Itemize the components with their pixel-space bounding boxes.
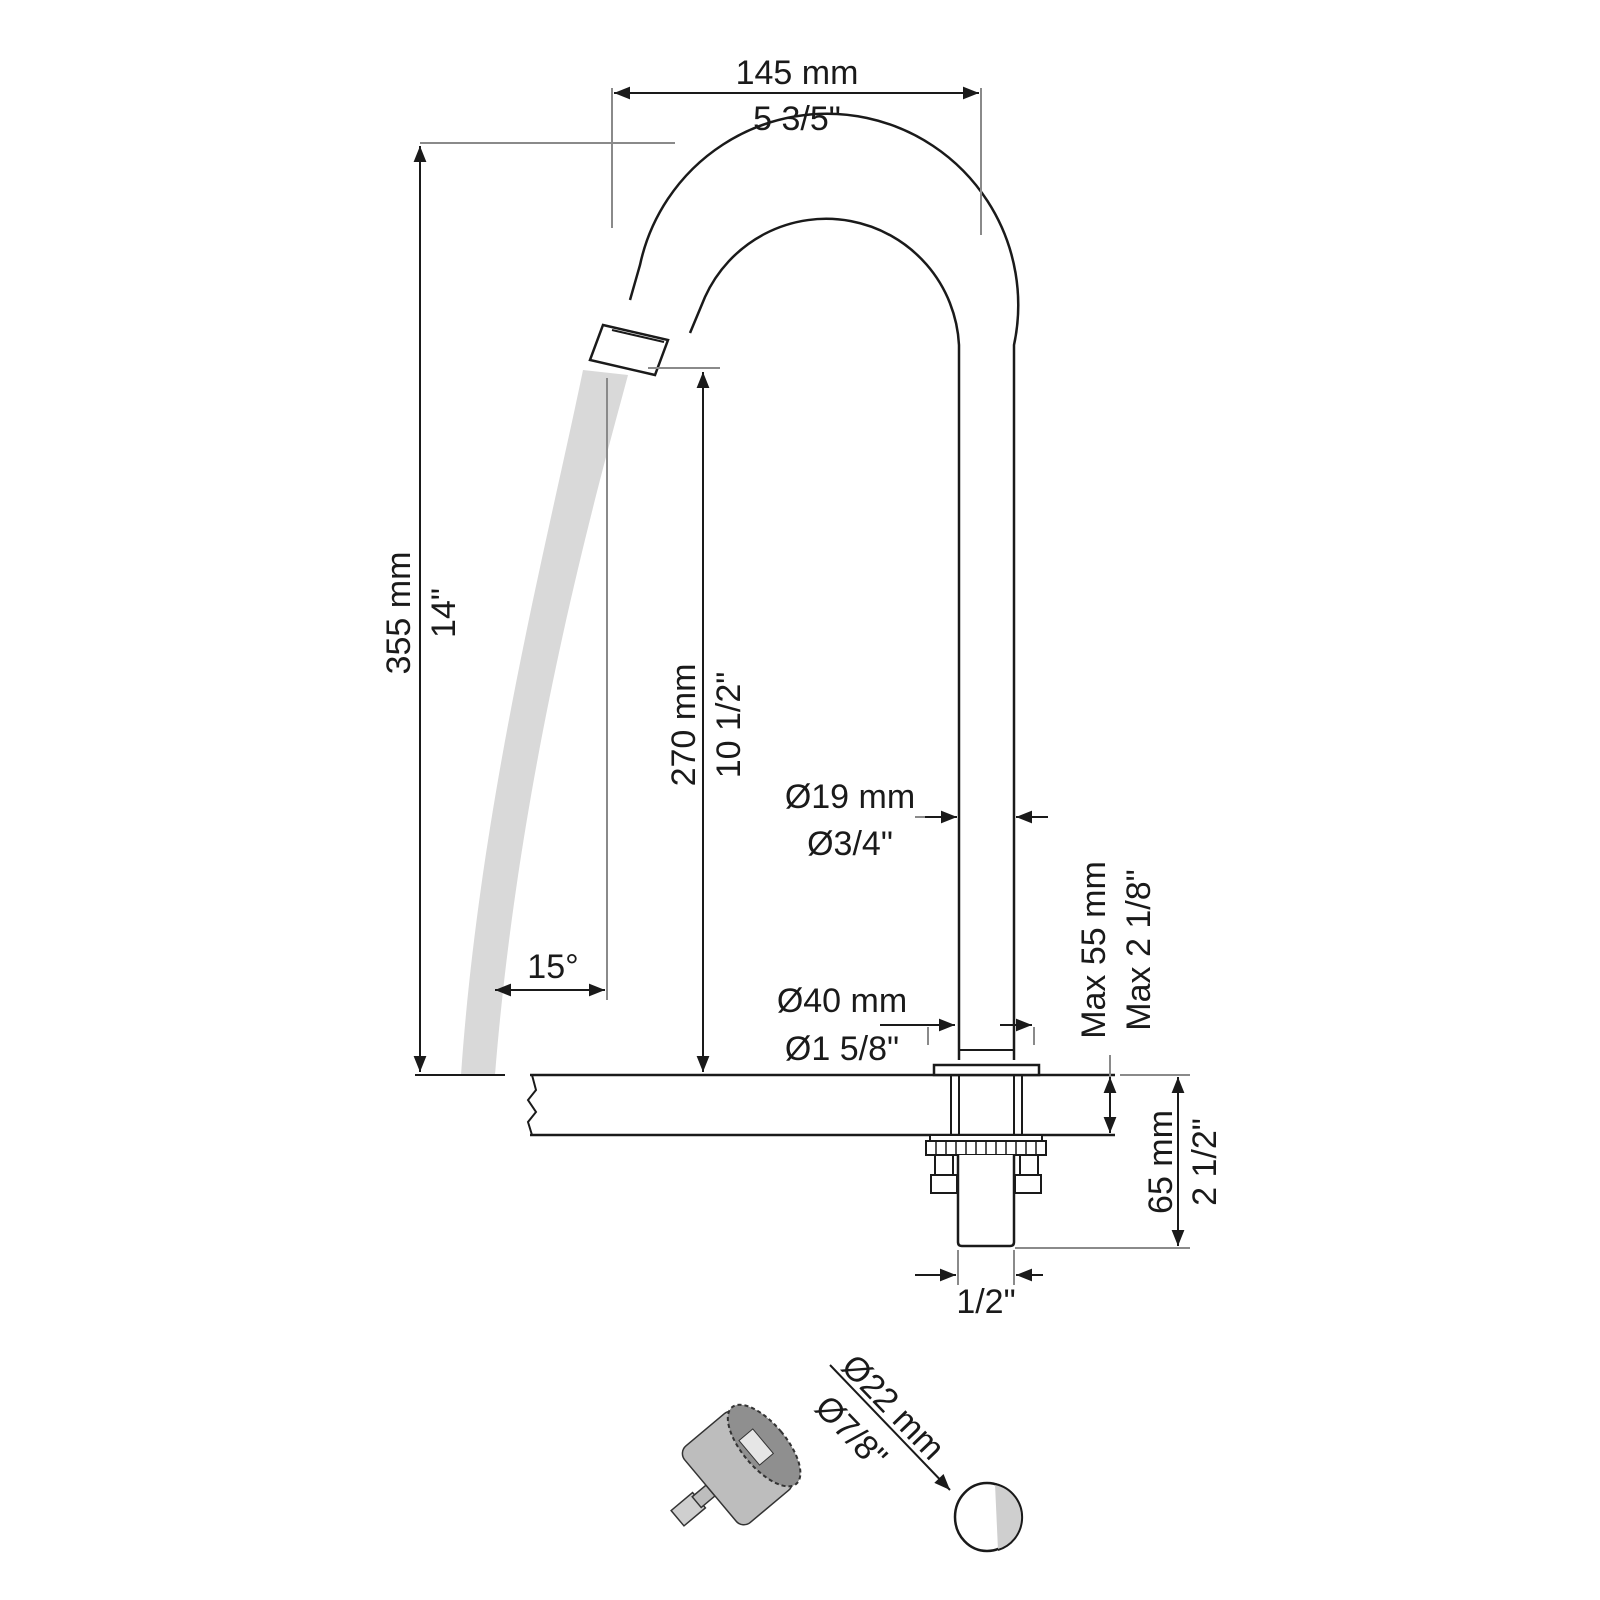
deck-thickness-metric-label: Max 55 mm [1075,861,1113,1039]
deck-thickness-imperial-label: Max 2 1/8" [1120,869,1158,1030]
shank-length-imperial-label: 2 1/2" [1186,1118,1224,1206]
countertop [415,1073,1115,1137]
dimension-thread: 1/2" [915,1250,1043,1321]
dimension-base-diameter: Ø40 mm Ø1 5/8" [777,982,1035,1068]
stream-angle-label: 15° [527,948,578,986]
dimension-spout-height: 270 mm 10 1/2" [648,367,748,1072]
dimension-stream-angle: 15° [495,378,608,1000]
thread-label: 1/2" [956,1283,1015,1321]
reach-metric-label: 145 mm [736,54,859,92]
base-diameter-imperial-label: Ø1 5/8" [785,1030,899,1068]
base-diameter-metric-label: Ø40 mm [777,982,907,1020]
spout [588,112,1047,1248]
hole-saw-icon [670,1403,802,1527]
total-height-imperial-label: 14" [425,588,463,638]
shank-length-metric-label: 65 mm [1142,1110,1180,1214]
drilled-hole-icon [953,1481,1024,1553]
dimension-deck-thickness: Max 55 mm Max 2 1/8" [1075,861,1158,1133]
total-height-metric-label: 355 mm [380,552,418,675]
pipe-diameter-metric-label: Ø19 mm [785,778,915,816]
dimension-pipe-diameter: Ø19 mm Ø3/4" [785,778,1048,863]
dimension-shank-length: 65 mm 2 1/2" [1015,1074,1224,1249]
dimension-reach: 145 mm 5 3/5" [420,54,982,235]
reach-imperial-label: 5 3/5" [753,100,841,138]
spout-height-metric-label: 270 mm [665,664,703,787]
water-stream [461,370,628,1075]
spout-height-imperial-label: 10 1/2" [710,672,748,779]
dimension-hole-diameter: Ø22 mm Ø7/8" [807,1347,952,1491]
pipe-diameter-imperial-label: Ø3/4" [807,825,893,863]
dimension-total-height: 355 mm 14" [380,146,463,1072]
